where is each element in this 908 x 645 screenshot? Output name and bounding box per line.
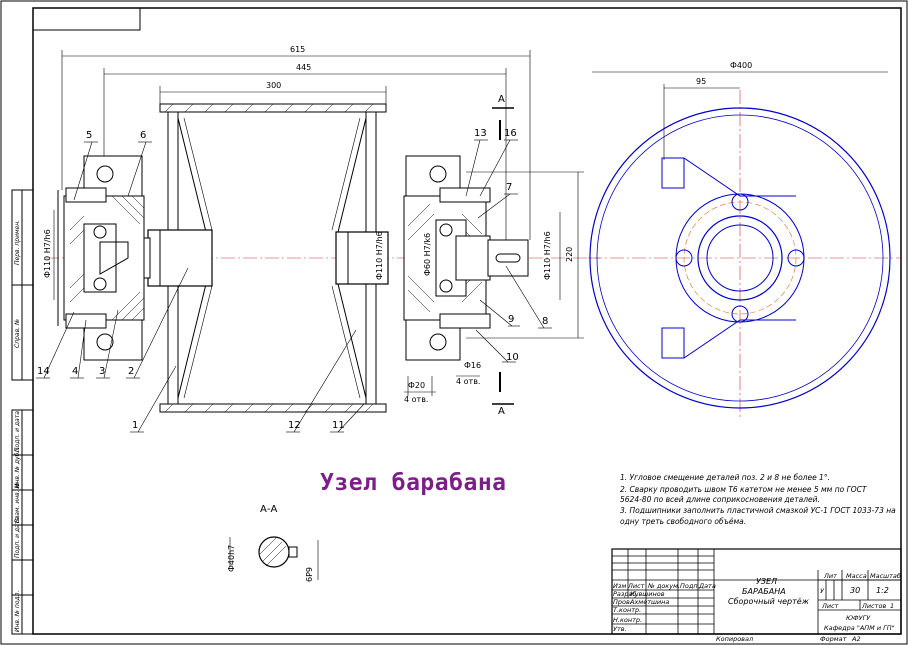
dim-110-mid: Ф110 H7/h6	[375, 231, 384, 280]
side-label-sprav: Справ. №	[14, 319, 21, 348]
tb-org: ЮФУГУ	[846, 614, 871, 622]
side-label-podp2: Подп. и дата	[14, 517, 21, 558]
side-label-podp1: Подп. и дата	[14, 411, 21, 452]
tb-name-2: БАРАБАНА	[742, 587, 786, 596]
tb-tkontr: Т.контр.	[613, 606, 641, 614]
tb-copy: Копировал	[716, 635, 753, 643]
right-hub	[335, 155, 529, 361]
callout-13: 13	[474, 128, 487, 139]
side-label-vzam: Взам. инв. №	[14, 482, 21, 523]
callout-2: 2	[128, 366, 134, 377]
dim-300: 300	[266, 81, 281, 90]
side-label-inv-dubl: Инв. № дубл.	[14, 447, 21, 488]
title-block	[611, 548, 902, 635]
tb-utv: Утв.	[613, 625, 627, 633]
dim-16-count: 4 отв.	[456, 377, 480, 386]
tb-sheets: Листов	[861, 602, 886, 610]
dim-110-right: Ф110 H7/h6	[543, 231, 552, 280]
tb-izm: Изм	[613, 582, 626, 590]
dim-20-count: 4 отв.	[404, 395, 428, 404]
callout-5: 5	[86, 130, 92, 141]
tb-format-value: А2	[851, 635, 861, 643]
section-key-size: 6P9	[305, 567, 314, 582]
dim-16: Ф16	[464, 361, 481, 370]
callout-3: 3	[99, 366, 105, 377]
callout-1: 1	[132, 420, 138, 431]
tb-lit: Лит	[823, 572, 837, 580]
dim-60: Ф60 H7/k6	[423, 233, 432, 276]
tb-scale-value: 1:2	[876, 586, 889, 595]
tb-org-dept: Кафедра "АПМ и ГП"	[824, 624, 895, 632]
tb-prov: Пров.	[613, 598, 632, 606]
tb-mass-value: 30	[850, 586, 860, 595]
dim-400: Ф400	[730, 61, 752, 70]
tb-list: Лист	[627, 582, 645, 590]
dim-20: Ф20	[408, 381, 425, 390]
tb-sheets-value: 1	[890, 602, 894, 610]
callout-leaders	[36, 139, 552, 433]
dimension-lines	[53, 50, 888, 396]
note-line-4: 3. Подшипники заполнить пластичной смазк…	[620, 506, 896, 515]
tb-date: Дата	[698, 582, 716, 590]
callout-12: 12	[288, 420, 301, 431]
dim-445: 445	[296, 63, 311, 72]
section-mark-bottom: А	[498, 406, 505, 417]
side-label-perv: Перв. примен.	[14, 220, 21, 265]
section-cut-markers	[492, 107, 514, 405]
tb-mass: Масса	[846, 572, 867, 580]
callout-7: 7	[506, 182, 512, 193]
callout-10: 10	[506, 352, 519, 363]
dim-220: 220	[565, 247, 574, 262]
callout-4: 4	[72, 366, 78, 377]
tb-razr-name: Кувшинов	[630, 590, 665, 598]
tb-razr: Разраб.	[613, 590, 639, 598]
dim-615: 615	[290, 45, 305, 54]
section-aa-view	[229, 536, 319, 580]
callout-16: 16	[504, 128, 517, 139]
tb-sign: Подп.	[680, 582, 700, 590]
tb-doc: № докум.	[647, 582, 680, 590]
tb-name-3: Сборочный чертёж	[728, 597, 810, 606]
dim-95: 95	[696, 77, 706, 86]
section-shaft-diameter: Ф40h7	[227, 545, 236, 572]
tb-sheet: Лист	[821, 602, 839, 610]
callout-8: 8	[542, 316, 548, 327]
callout-11: 11	[332, 420, 345, 431]
note-line-3: 5624-80 по всей длине соприкосновения де…	[620, 495, 820, 504]
tb-scale: Масштаб	[870, 572, 901, 580]
callout-6: 6	[140, 130, 146, 141]
tb-u: У	[820, 587, 825, 595]
side-strip: Перв. примен. Справ. № Подп. и дата Инв.…	[11, 189, 34, 635]
side-view	[588, 90, 900, 420]
note-line-5: одну треть свободного объёма.	[620, 517, 746, 526]
tb-format: Формат	[820, 635, 847, 643]
tb-name-1: УЗЕЛ	[756, 577, 777, 586]
top-corner-box	[32, 7, 141, 31]
dim-110-left: Ф110 H7/h6	[43, 229, 52, 278]
note-line-1: 1. Угловое смещение деталей поз. 2 и 8 н…	[620, 473, 830, 482]
side-label-inv-podl: Инв. № подл.	[14, 591, 21, 632]
tb-prov-name: Ахметшина	[629, 598, 669, 606]
callout-14: 14	[37, 366, 50, 377]
callout-9: 9	[508, 314, 514, 325]
note-line-2: 2. Сварку проводить швом Т6 катетом не м…	[620, 485, 868, 494]
section-aa-label: А-А	[260, 504, 277, 515]
section-mark-top: А	[498, 94, 505, 105]
tb-nkontr: Н.контр.	[613, 616, 642, 624]
drawing-title: Узел барабана	[320, 470, 507, 496]
left-hub	[57, 155, 213, 361]
